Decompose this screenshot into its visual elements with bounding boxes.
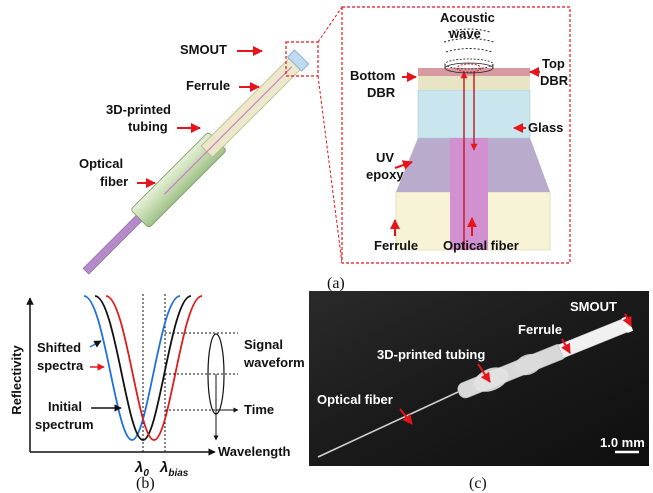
lambda0-label: λ0 [134,459,149,479]
label-ferrule-zoom: Ferrule [374,238,418,253]
y-axis-label: Reflectivity [9,345,24,415]
label-glass: Glass [528,120,563,135]
label-acoustic-line1: Acoustic [440,10,495,25]
label-uv-line1: UV [376,150,394,165]
spectra-schematic: Reflectivity Wavelength Shifted spectra … [9,294,305,479]
label-uv-line2: epoxy [366,167,404,182]
optical-fiber-core [450,138,488,250]
arrow-shifted-blue [89,340,102,348]
x-axis-label: Wavelength [218,444,291,459]
arrow-uv-epoxy [394,160,413,170]
photo-arrow-ferrule [561,338,571,354]
label-bottom-dbr-line1: Bottom [350,68,396,83]
label-acoustic-line2: wave [448,26,481,41]
photo-arrow-tubing [477,363,491,383]
label-initial-line1: Initial [48,399,82,414]
label-bottom-dbr-line2: DBR [367,85,396,100]
curve-initial [94,295,192,441]
label-time: Time [244,402,274,417]
photo-label-tubing: 3D-printed tubing [377,347,485,362]
photo-label-fiber: Optical fiber [317,392,393,407]
label-smout: SMOUT [180,42,227,57]
label-fiber-line2: fiber [100,174,128,189]
label-initial-line2: spectrum [35,417,94,432]
label-shifted-line2: spectra [37,358,84,373]
zoom-source-box [285,41,319,77]
curve-shifted-blue [83,295,181,441]
caption-a: (a) [327,275,345,292]
photo-scale-label: 1.0 mm [600,435,645,450]
label-shifted-line1: Shifted [37,340,81,355]
photo-arrow-fiber [399,408,413,425]
label-top-dbr-line2: DBR [540,73,569,88]
label-top-dbr-line1: Top [542,56,565,71]
caption-c: (c) [469,475,487,492]
photo-fiber [317,391,459,458]
device-photograph [309,291,649,466]
label-tubing-line2: tubing [128,119,168,134]
curve-shifted-red [105,295,203,441]
photo-arrow-smout [622,313,632,327]
label-optical-fiber-zoom: Optical fiber [443,238,519,253]
zoom-line-top [317,6,343,43]
photo-label-smout: SMOUT [570,299,617,314]
label-signal-line1: Signal [244,337,283,352]
label-signal-line2: waveform [243,355,305,370]
label-tubing-line1: 3D-printed [106,102,171,117]
caption-b: (b) [136,475,155,492]
lambda-bias-label: λbias [159,459,189,479]
label-fiber-line1: Optical [79,156,123,171]
photo-label-ferrule: Ferrule [518,322,562,337]
zoom-line-bottom [317,75,343,264]
label-ferrule-left: Ferrule [186,78,230,93]
probe-3d-illustration [82,49,310,275]
cross-section [395,28,551,251]
